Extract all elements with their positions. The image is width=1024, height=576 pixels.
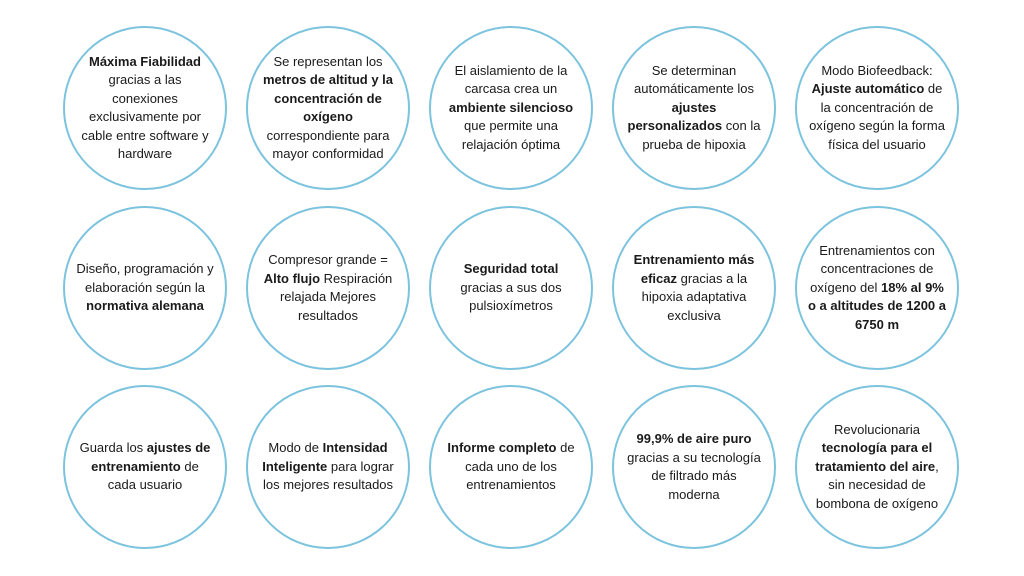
feature-text-segment: , sin necesidad de bombona de oxígeno xyxy=(815,458,939,511)
feature-text-segment: que permite una relajación óptima xyxy=(461,118,561,152)
feature-text-segment: Entrenamientos con concentraciones de ox… xyxy=(810,242,935,295)
feature-text-segment: gracias a sus dos pulsioxímetros xyxy=(460,279,562,314)
feature-text-bold: 99,9% de aire puro xyxy=(636,431,752,446)
feature-circle: Revolucionaria tecnología para el tratam… xyxy=(795,385,959,549)
feature-text: Diseño, programación y elaboración según… xyxy=(76,260,214,316)
feature-circle: Modo Biofeedback: Ajuste automático de l… xyxy=(795,26,959,190)
feature-text-bold: Entrenamiento más eficaz xyxy=(633,252,755,286)
feature-text: Guarda los ajustes de entrenamiento de c… xyxy=(76,439,214,495)
feature-text-bold: 18% al 9% o a altitudes de 1200 a 6750 m xyxy=(808,279,947,332)
feature-text: Máxima Fiabilidad gracias a las conexion… xyxy=(76,53,214,164)
feature-circle: Seguridad total gracias a sus dos pulsio… xyxy=(429,206,593,370)
feature-text-segment: de cada uno de los entrenamientos xyxy=(465,440,575,493)
feature-text: 99,9% de aire puro gracias a su tecnolog… xyxy=(625,430,763,504)
feature-text-segment: Guarda los xyxy=(79,440,147,456)
feature-text: Compresor grande = Alto flujo Respiració… xyxy=(259,251,397,325)
feature-circle: Entrenamiento más eficaz gracias a la hi… xyxy=(612,206,776,370)
feature-circle: Diseño, programación y elaboración según… xyxy=(63,206,227,370)
feature-text-segment: correspondiente para mayor conformidad xyxy=(266,127,390,162)
feature-text-segment: de cada usuario xyxy=(107,458,199,493)
feature-text: Informe completo de cada uno de los entr… xyxy=(442,439,580,495)
feature-text: El aislamiento de la carcasa crea un amb… xyxy=(442,62,580,155)
feature-text-bold: Máxima Fiabilidad xyxy=(89,53,201,69)
feature-text-bold: tecnología para el tratamiento del aire xyxy=(815,440,936,474)
feature-text-bold: ambiente silencioso xyxy=(448,99,574,115)
feature-text: Se representan los metros de altitud y l… xyxy=(259,53,397,164)
feature-text-bold: Informe completo xyxy=(447,440,557,456)
feature-circle: Se determinan automáticamente los ajuste… xyxy=(612,26,776,190)
feature-text-bold: metros de altitud y la concentración de … xyxy=(262,72,394,124)
feature-text-bold: normativa alemana xyxy=(86,298,204,314)
feature-circle: Compresor grande = Alto flujo Respiració… xyxy=(246,206,410,370)
feature-text-segment: El aislamiento de la carcasa crea un xyxy=(454,62,568,97)
feature-circle: Guarda los ajustes de entrenamiento de c… xyxy=(63,385,227,549)
feature-circle: 99,9% de aire puro gracias a su tecnolog… xyxy=(612,385,776,549)
feature-text-bold: ajustes personalizados xyxy=(627,99,723,134)
feature-text-segment: Diseño, programación y elaboración según… xyxy=(76,261,214,295)
feature-text-segment: gracias a la hipoxia adaptativa exclusiv… xyxy=(641,270,748,323)
feature-circle: Se representan los metros de altitud y l… xyxy=(246,26,410,190)
feature-text-segment: gracias a las conexiones exclusivamente … xyxy=(81,72,209,161)
feature-text: Revolucionaria tecnología para el tratam… xyxy=(808,421,946,514)
feature-text-bold: Alto flujo xyxy=(263,270,321,286)
feature-text: Entrenamientos con concentraciones de ox… xyxy=(808,242,946,335)
feature-text-segment: Respiración relajada Mejores resultados xyxy=(279,270,393,323)
feature-text-segment: Se representan los xyxy=(273,53,383,69)
feature-circle: Modo de Intensidad Inteligente para logr… xyxy=(246,385,410,549)
feature-text: Se determinan automáticamente los ajuste… xyxy=(625,62,763,155)
feature-text-segment: Compresor grande = xyxy=(268,252,388,267)
feature-text-segment: Modo de xyxy=(268,440,323,456)
feature-circle: Entrenamientos con concentraciones de ox… xyxy=(795,206,959,370)
feature-text-segment: Revolucionaria xyxy=(834,421,920,437)
feature-text-segment: Se determinan automáticamente los xyxy=(634,62,754,97)
feature-text-bold: Intensidad Inteligente xyxy=(262,440,388,474)
feature-text-segment: de la concentración de oxígeno según la … xyxy=(809,81,945,152)
feature-text: Entrenamiento más eficaz gracias a la hi… xyxy=(625,251,763,325)
feature-circle: Informe completo de cada uno de los entr… xyxy=(429,385,593,549)
feature-circle: Máxima Fiabilidad gracias a las conexion… xyxy=(63,26,227,190)
feature-text-segment: gracias a su tecnología de filtrado más … xyxy=(627,449,761,502)
feature-text: Seguridad total gracias a sus dos pulsio… xyxy=(442,260,580,316)
feature-text-bold: Ajuste automático xyxy=(811,81,925,97)
feature-text-segment: con la prueba de hipoxia xyxy=(642,118,761,152)
feature-text-bold: Seguridad total xyxy=(463,261,559,277)
feature-text: Modo de Intensidad Inteligente para logr… xyxy=(259,439,397,495)
feature-text-segment: para lograr los mejores resultados xyxy=(262,458,394,493)
feature-text-bold: ajustes de entrenamiento xyxy=(91,440,211,474)
feature-text-segment: Modo Biofeedback: xyxy=(821,62,933,78)
feature-text: Modo Biofeedback: Ajuste automático de l… xyxy=(808,62,946,155)
feature-circle: El aislamiento de la carcasa crea un amb… xyxy=(429,26,593,190)
